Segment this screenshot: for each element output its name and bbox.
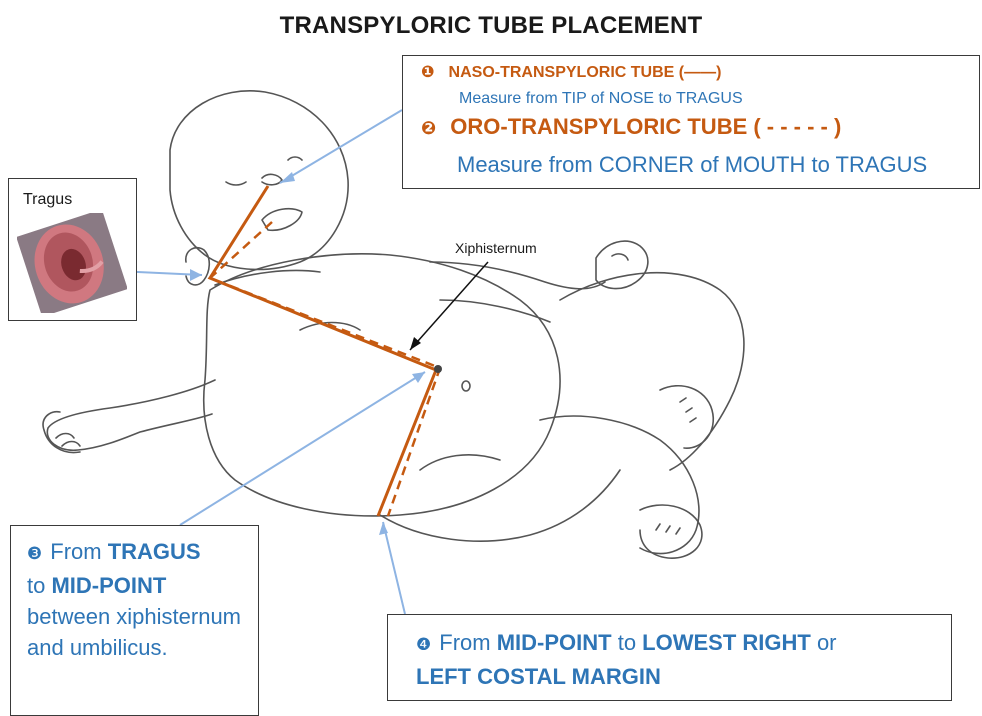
midpoint-marker [434,365,442,373]
oro-tube-line [210,222,440,516]
number-4-badge: ❹ [416,635,431,655]
step-4-midpoint: MID-POINT [497,630,612,655]
naso-tube-measure: Measure from TIP of NOSE to TRAGUS [459,90,743,108]
xiphisternum-label: Xiphisternum [455,240,537,256]
step-3-detail: between xiphisternum and umbilicus. [27,604,241,660]
pointer-box4 [383,522,405,614]
ear-photo [17,213,127,313]
naso-tube-line [210,186,436,516]
tragus-photo-box: Tragus [8,178,137,321]
oro-tube-label: ORO-TRANSPYLORIC TUBE ( - - - - - ) [450,114,841,139]
step-3-midpoint: MID-POINT [51,573,166,598]
step-3-tragus: TRAGUS [108,539,201,564]
page-title: TRANSPYLORIC TUBE PLACEMENT [0,12,982,40]
pointer-xiphisternum [410,262,488,350]
tragus-label: Tragus [23,191,72,209]
step-4-lowest-right: LOWEST RIGHT [642,630,811,655]
pointer-box1-nose [280,110,402,183]
naso-tube-label: NASO-TRANSPYLORIC TUBE (——) [449,64,722,81]
number-1-badge: ❶ [421,62,435,81]
naso-tube-heading: ❶ NASO-TRANSPYLORIC TUBE (——) [421,62,721,82]
step-4-left-costal-margin: LEFT COSTAL MARGIN [416,664,661,689]
number-2-badge: ❷ [421,118,436,139]
pointer-box3 [180,372,425,525]
oro-tube-measure: Measure from CORNER of MOUTH to TRAGUS [457,152,927,178]
number-3-badge: ❸ [27,544,42,564]
tube-legend-box: ❶ NASO-TRANSPYLORIC TUBE (——) Measure fro… [402,55,980,189]
oro-tube-heading: ❷ ORO-TRANSPYLORIC TUBE ( - - - - - ) [421,114,841,140]
